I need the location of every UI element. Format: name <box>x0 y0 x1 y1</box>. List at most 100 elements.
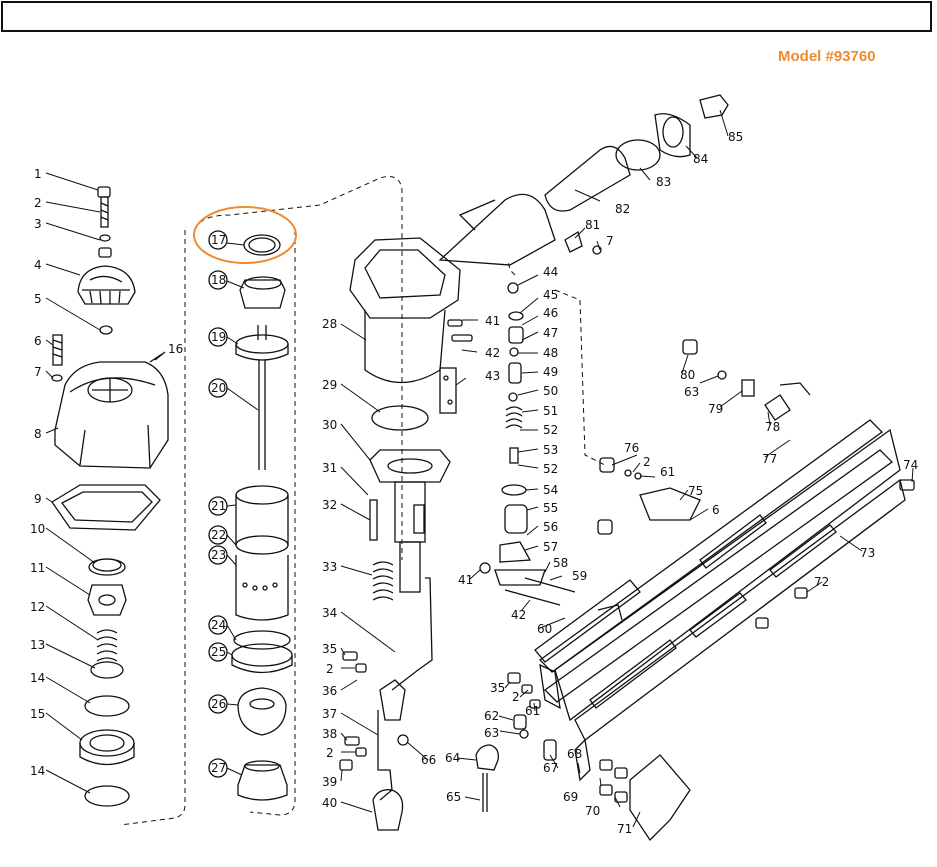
label-11: 11 <box>30 561 45 575</box>
label-31: 31 <box>322 461 337 475</box>
label-46: 46 <box>543 306 558 320</box>
label-53: 53 <box>543 443 558 457</box>
assembly-guide-lines <box>119 176 606 826</box>
label-60: 60 <box>537 622 552 636</box>
label-49: 49 <box>543 365 558 379</box>
label-64: 64 <box>445 751 460 765</box>
label-4: 4 <box>34 258 42 272</box>
highlight-circle <box>193 206 297 264</box>
label-16: 16 <box>168 342 183 356</box>
label-8: 8 <box>34 427 42 441</box>
label-19: 19 <box>211 330 226 344</box>
label-56: 56 <box>543 520 558 534</box>
label-42: 42 <box>485 346 500 360</box>
label-9: 9 <box>34 492 42 506</box>
label-51: 51 <box>543 404 558 418</box>
label-39: 39 <box>322 775 337 789</box>
label-10: 10 <box>30 522 45 536</box>
label-66: 66 <box>421 753 436 767</box>
label-33: 33 <box>322 560 337 574</box>
label-7: 7 <box>34 365 42 379</box>
model-label: Model #93760 <box>778 48 876 65</box>
label-71: 71 <box>617 822 632 836</box>
label-3: 3 <box>34 217 42 231</box>
label-18: 18 <box>211 273 226 287</box>
label-14: 14 <box>30 671 45 685</box>
label-65: 65 <box>446 790 461 804</box>
label-14b: 14 <box>30 764 45 778</box>
label-69: 69 <box>563 790 578 804</box>
label-82: 82 <box>615 202 630 216</box>
label-81: 81 <box>585 218 600 232</box>
label-85: 85 <box>728 130 743 144</box>
label-72: 72 <box>814 575 829 589</box>
label-22: 22 <box>211 528 226 542</box>
circled-labels: 17 18 19 20 21 22 23 24 25 26 27 <box>208 230 228 778</box>
label-68: 68 <box>567 747 582 761</box>
label-67: 67 <box>543 761 558 775</box>
label-29: 29 <box>322 378 337 392</box>
label-63: 63 <box>684 385 699 399</box>
label-38: 38 <box>322 727 337 741</box>
middle-column-parts <box>231 234 293 801</box>
label-23: 23 <box>211 548 226 562</box>
label-47: 47 <box>543 326 558 340</box>
label-7b: 7 <box>606 234 614 248</box>
label-2b: 2 <box>326 662 334 676</box>
label-43: 43 <box>485 369 500 383</box>
label-78: 78 <box>765 420 780 434</box>
label-27: 27 <box>211 761 226 775</box>
label-17: 17 <box>211 233 226 247</box>
label-37: 37 <box>322 707 337 721</box>
label-63b: 63 <box>484 726 499 740</box>
air-inlet-parts <box>544 94 729 255</box>
label-48: 48 <box>543 346 558 360</box>
label-74: 74 <box>903 458 918 472</box>
label-77: 77 <box>762 452 777 466</box>
label-21: 21 <box>211 499 226 513</box>
label-28: 28 <box>322 317 337 331</box>
label-80: 80 <box>680 368 695 382</box>
label-79: 79 <box>708 402 723 416</box>
label-45: 45 <box>543 288 558 302</box>
magazine-parts <box>475 339 915 842</box>
label-35b: 35 <box>490 681 505 695</box>
part-labels: 1 2 3 4 5 6 7 8 9 10 11 12 13 14 15 14 1… <box>30 130 918 836</box>
title-box <box>1 1 932 32</box>
label-73: 73 <box>860 546 875 560</box>
label-76: 76 <box>624 441 639 455</box>
label-5: 5 <box>34 292 42 306</box>
main-body-parts <box>339 193 556 831</box>
label-24: 24 <box>211 618 226 632</box>
label-41: 41 <box>485 314 500 328</box>
label-12: 12 <box>30 600 45 614</box>
label-44: 44 <box>543 265 558 279</box>
label-58: 58 <box>553 556 568 570</box>
label-52: 52 <box>543 423 558 437</box>
label-25: 25 <box>211 645 226 659</box>
label-1: 1 <box>34 167 42 181</box>
label-6b: 6 <box>712 503 720 517</box>
label-35: 35 <box>322 642 337 656</box>
label-6: 6 <box>34 334 42 348</box>
label-41b: 41 <box>458 573 473 587</box>
label-62: 62 <box>484 709 499 723</box>
left-column-parts <box>51 186 169 807</box>
label-83: 83 <box>656 175 671 189</box>
valve-parts <box>447 282 576 606</box>
label-42b: 42 <box>511 608 526 622</box>
label-26: 26 <box>211 697 226 711</box>
label-34: 34 <box>322 606 337 620</box>
label-20: 20 <box>211 381 226 395</box>
label-40: 40 <box>322 796 337 810</box>
label-13: 13 <box>30 638 45 652</box>
label-2e: 2 <box>512 690 520 704</box>
label-2d: 2 <box>643 455 651 469</box>
label-84: 84 <box>693 152 708 166</box>
label-52b: 52 <box>543 462 558 476</box>
label-55: 55 <box>543 501 558 515</box>
label-15: 15 <box>30 707 45 721</box>
label-2c: 2 <box>326 746 334 760</box>
label-70: 70 <box>585 804 600 818</box>
